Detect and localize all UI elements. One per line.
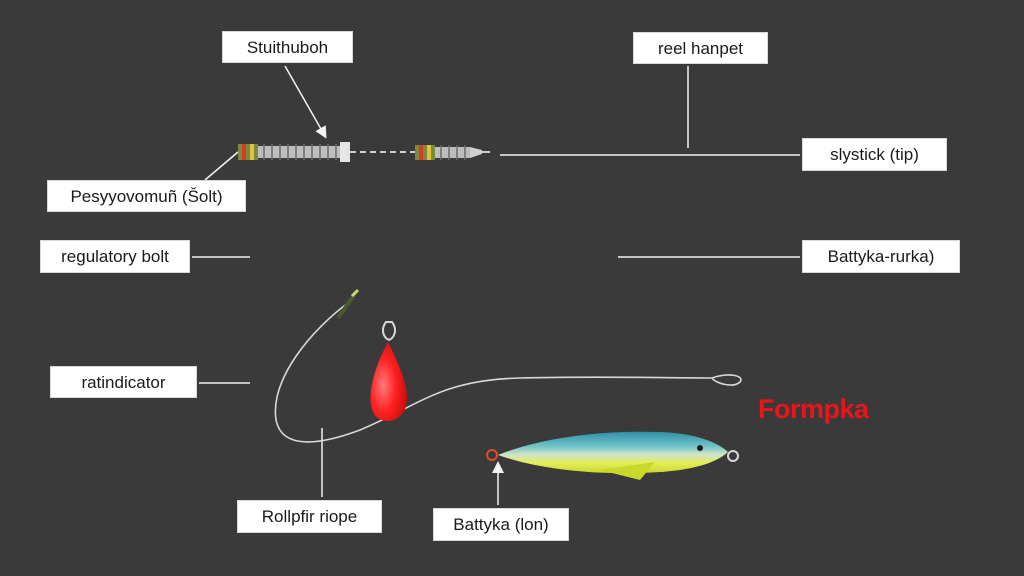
- highlight-text-formpka: Formpka: [758, 394, 869, 424]
- label-battyka-lon: Battyka (lon): [433, 508, 569, 541]
- leader-pesyyovomun: [204, 151, 239, 181]
- label-battyka-rurka: Battyka-rurka): [802, 240, 960, 273]
- leader-stuithuboh: [284, 65, 327, 139]
- sinker-icon: [370, 321, 407, 421]
- fishing-line-icon: [274, 288, 742, 443]
- label-reel-hanpet: reel hanpet: [633, 32, 768, 64]
- leader-lines: [192, 65, 800, 505]
- label-stuithuboh: Stuithuboh: [222, 31, 353, 63]
- label-slystick-tip: slystick (tip): [802, 138, 947, 171]
- label-ratindicator: ratindicator: [50, 366, 197, 398]
- lure-fish-icon: [486, 431, 739, 480]
- rod-section-icon: [238, 142, 490, 162]
- label-pesyyovomun-solt: Pesyyovomuñ (Šolt): [47, 180, 246, 212]
- label-rollpfir-riope: Rollpfir riope: [237, 500, 382, 533]
- label-regulatory-bolt: regulatory bolt: [40, 240, 190, 273]
